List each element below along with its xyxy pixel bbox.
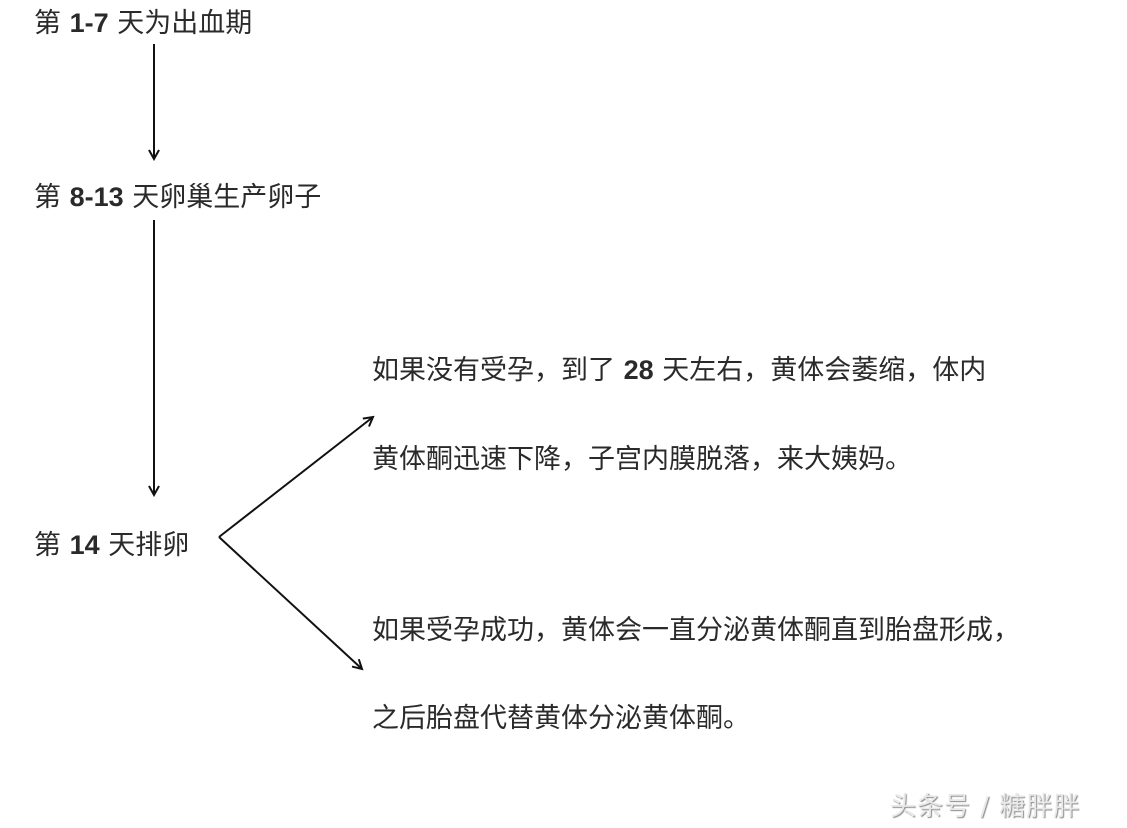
node-label: 天为出血期 [108,8,253,39]
text: 天左右，黄体会萎缩，体内 [653,355,987,386]
branch-not-pregnant-line1: 如果没有受孕，到了 28 天左右，黄体会萎缩，体内 [372,355,987,386]
day-number: 28 [623,355,654,385]
text: 如果没有受孕，到了 [372,355,624,386]
arrow-ovulation-to-not-pregnant [218,417,373,538]
node-day-range: 14 [69,530,100,560]
branch-not-pregnant-line2: 黄体酮迅速下降，子宫内膜脱落，来大姨妈。 [372,444,912,475]
node-menstruation: 第 1-7 天为出血期 [34,8,253,39]
branch-pregnant-line1: 如果受孕成功，黄体会一直分泌黄体酮直到胎盘形成， [372,615,1020,646]
node-day-range: 1-7 [69,8,109,38]
node-label: 天排卵 [99,530,190,561]
node-prefix: 第 [34,530,70,561]
node-follicular: 第 8-13 天卵巢生产卵子 [34,182,322,213]
watermark: 头条号 / 糖胖胖 [890,792,1081,822]
branch-pregnant-line2: 之后胎盘代替黄体分泌黄体酮。 [372,703,750,734]
node-prefix: 第 [34,8,70,39]
node-prefix: 第 [34,182,70,213]
node-ovulation: 第 14 天排卵 [34,530,190,561]
node-label: 天卵巢生产卵子 [123,182,322,213]
node-day-range: 8-13 [69,182,124,212]
arrow-ovulation-to-pregnant [218,536,362,669]
